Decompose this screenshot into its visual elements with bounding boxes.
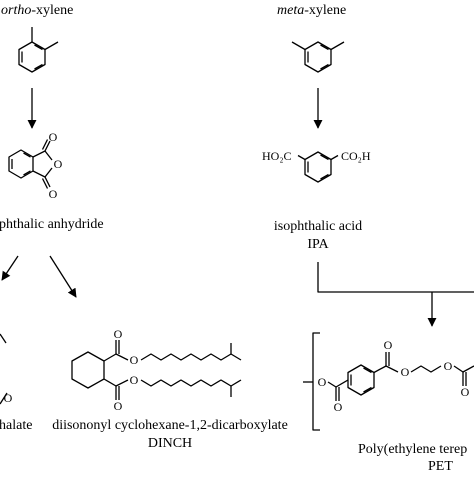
phthalic-anhydride-label: phthalic anhydride <box>0 217 104 232</box>
left-ester-fragment <box>0 333 8 405</box>
meta-prefix: meta <box>277 3 305 18</box>
pet-oxygen-5: O <box>444 359 453 373</box>
pet-oxygen-6: O <box>461 385 470 399</box>
left-fragment-oxygen: O <box>4 391 13 405</box>
ipa-substituent-right: CO₂H <box>341 149 371 163</box>
pet-oxygen-4: O <box>401 365 410 379</box>
meta-suffix: -xylene <box>304 3 347 18</box>
anhydride-oxygen-top: O <box>49 130 58 144</box>
ortho-prefix: ortho <box>1 3 32 18</box>
pet-oxygen-2: O <box>334 400 343 414</box>
ortho-xylene-structure <box>18 27 59 73</box>
dinch-abbrev-label: DINCH <box>147 436 193 451</box>
isophthalic-acid-structure <box>297 151 339 183</box>
pet-oxygen-3: O <box>384 338 393 352</box>
dinch-name-label: diisononyl cyclohexane-1,2-dicarboxylate <box>52 418 288 433</box>
meta-xylene-label: meta-xylene <box>277 4 346 18</box>
dinch-oxygen-4: O <box>114 399 123 413</box>
dinch-oxygen-3: O <box>130 373 139 387</box>
dinch-oxygen-2: O <box>130 353 139 367</box>
phthalic-anhydride-structure <box>8 139 53 189</box>
pet-oxygen-1: O <box>318 375 327 389</box>
ipa-connector-line <box>317 262 474 293</box>
ipa-substituent-left: HO₂C <box>262 149 292 163</box>
meta-xylene-structure <box>291 41 345 73</box>
atom-labels: O O O O O O O O O O O O O O <box>4 130 470 414</box>
left-cut-label: halate <box>0 418 33 433</box>
anhydride-oxygen-ring: O <box>54 157 63 171</box>
ipa-name-label: isophthalic acid <box>273 219 363 234</box>
pet-structure <box>303 332 474 431</box>
ortho-xylene-label: ortho-xylene <box>1 4 73 18</box>
pet-name-label: Poly(ethylene terep <box>358 442 468 457</box>
dinch-structure <box>71 340 242 400</box>
anhydride-oxygen-bottom: O <box>49 187 58 201</box>
arrow-anhydride-to-dinch <box>49 255 77 298</box>
pet-abbrev-label: PET <box>428 459 453 474</box>
dinch-oxygen-1: O <box>114 327 123 341</box>
ortho-suffix: -xylene <box>31 3 74 18</box>
arrow-anhydride-left <box>1 255 19 281</box>
ipa-abbrev-label: IPA <box>307 237 329 252</box>
